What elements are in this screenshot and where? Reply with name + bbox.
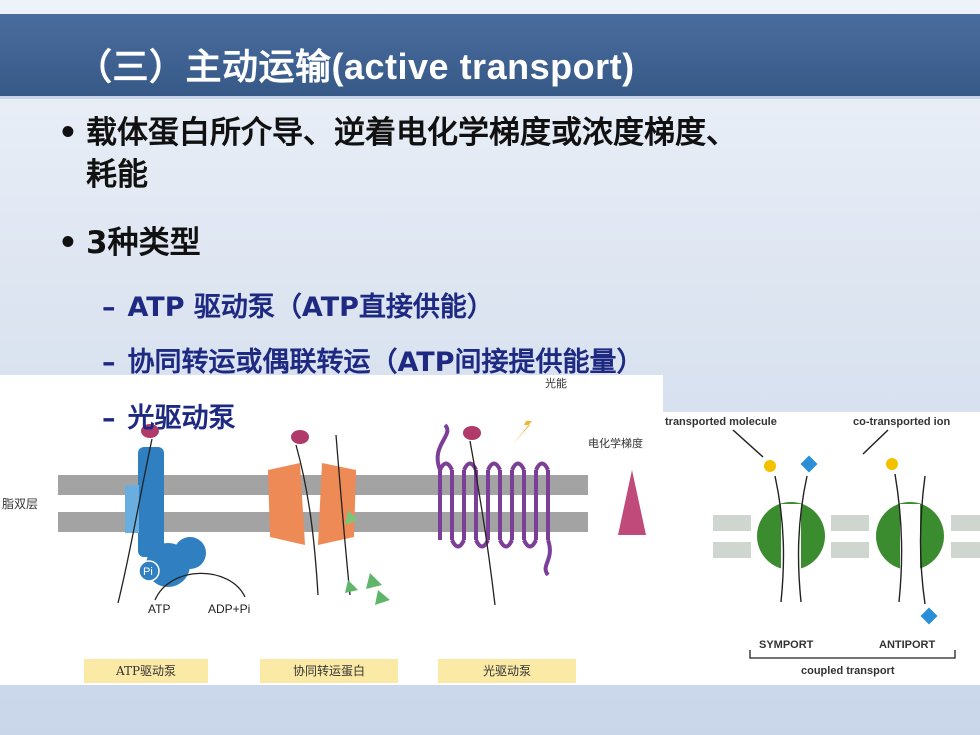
sub-item: –ATP 驱动泵（ATP直接供能） [102, 285, 494, 324]
light-pump-arrow [469, 440, 496, 606]
pi-label: Pi [143, 566, 153, 578]
dash-icon: – [102, 403, 116, 434]
cotransporter-left [268, 463, 305, 545]
cotransport-arrow [295, 444, 319, 596]
cotransport-molecule [291, 430, 309, 444]
transport-figure-left: 脂双层 Pi ATP ADP+Pi [0, 375, 663, 685]
light-pump-protein [435, 423, 552, 577]
cotransported-ion-label: co-transported ion [853, 416, 950, 428]
bullet-item: •载体蛋白所介导、逆着电化学梯度或浓度梯度、 耗能 [58, 112, 737, 196]
gradient-triangle-icon [618, 470, 646, 535]
ion-shape [345, 510, 358, 525]
atp-pump-side [125, 485, 139, 533]
antiport-channel [900, 504, 920, 570]
cotransported-ion-icon [800, 455, 818, 473]
bullet-text: 载体蛋白所介导、逆着电化学梯度或浓度梯度、 [86, 115, 737, 151]
coupled-transport-figure: transported molecule co-transported ion [663, 412, 980, 685]
membrane-block [951, 542, 980, 558]
atp-pump-protein [138, 447, 164, 557]
coupled-transport-diagram: transported molecule co-transported ion [665, 416, 980, 677]
membrane-block [831, 515, 869, 531]
antiport-arrow [894, 473, 903, 603]
pump-molecule [141, 424, 159, 438]
bullet-text-continued: 耗能 [86, 157, 148, 193]
gradient-label: 电化学梯度 [588, 436, 643, 450]
membrane-block [713, 542, 751, 558]
membrane-block [713, 515, 751, 531]
cotransported-ion-icon [920, 607, 938, 625]
sub-item: –协同转运或偶联转运（ATP间接提供能量） [102, 340, 644, 379]
pointer-line [732, 429, 764, 458]
pointer-line [862, 429, 889, 455]
transport-diagram: 脂双层 Pi ATP ADP+Pi [2, 376, 646, 616]
atp-hydrolysis-arrow [154, 572, 246, 601]
light-bolt-icon [512, 393, 540, 445]
membrane-block [951, 515, 980, 531]
bracket [749, 650, 956, 659]
antiport-arrow-2 [919, 475, 926, 605]
ion-shape [375, 590, 390, 605]
cotransport-arrow-2 [335, 434, 351, 596]
atp-label: ATP [148, 602, 170, 616]
light-label: 光能 [545, 376, 567, 390]
sub-item: –光驱动泵 [102, 396, 236, 435]
caption-light-pump: 光驱动泵 [438, 659, 576, 683]
light-pump-molecule [463, 426, 481, 440]
sub-item-text: 协同转运或偶联转运（ATP间接提供能量） [127, 347, 644, 378]
title-bar: （三）主动运输(active transport) [0, 14, 980, 99]
caption-atp-pump: ATP驱动泵 [84, 659, 208, 683]
pi-marker [138, 560, 160, 582]
cotransporter-right [318, 463, 356, 545]
bullet-item: •3种类型 [58, 222, 201, 264]
pump-arrow [117, 438, 153, 604]
ion-shape [345, 580, 358, 593]
bilayer-label: 脂双层 [2, 496, 38, 511]
bullet-dot-icon: • [58, 225, 78, 261]
membrane-block [831, 542, 869, 558]
symport-channel [781, 504, 801, 570]
symport-arrow [774, 475, 785, 603]
antiport-label: ANTIPORT [879, 639, 936, 651]
adp-label: ADP+Pi [208, 602, 250, 616]
dash-icon: – [102, 347, 116, 378]
bullet-dot-icon: • [58, 115, 78, 151]
ion-shape [366, 573, 382, 589]
symport-label: SYMPORT [759, 639, 814, 651]
transported-molecule-icon [886, 458, 898, 470]
bullet-text: 3种类型 [86, 225, 201, 261]
slide-title: （三）主动运输(active transport) [76, 46, 635, 87]
transported-molecule-label: transported molecule [665, 416, 777, 428]
caption-cotransporter: 协同转运蛋白 [260, 659, 398, 683]
dash-icon: – [102, 292, 116, 323]
sub-item-text: 光驱动泵 [127, 403, 236, 434]
transported-molecule-icon [764, 460, 776, 472]
atp-pump-domain-2 [174, 537, 206, 569]
coupled-transport-label: coupled transport [801, 665, 895, 677]
sub-item-text: ATP 驱动泵（ATP直接供能） [127, 292, 494, 323]
symport-arrow-2 [797, 475, 808, 603]
